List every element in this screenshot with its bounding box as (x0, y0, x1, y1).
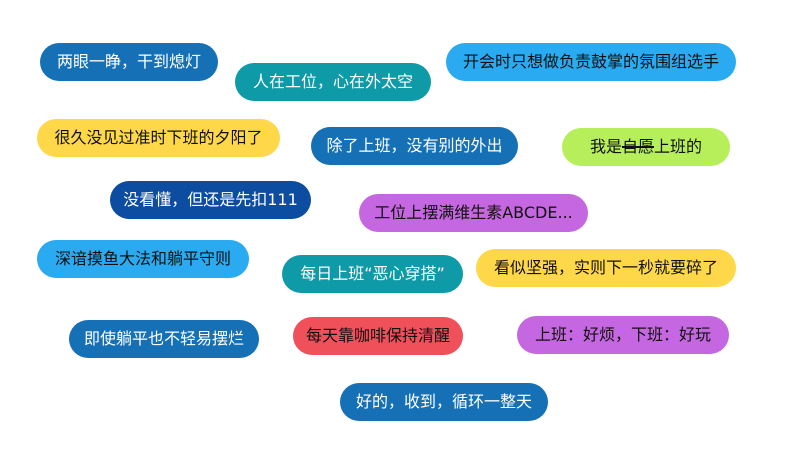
tag-pill: 两眼一睁，干到熄灯 (40, 43, 218, 81)
tag-label: 上班：好烦，下班：好玩 (534, 325, 711, 344)
tag-pill: 没看懂，但还是先扣111 (110, 181, 311, 219)
tag-label: 人在工位，心在外太空 (252, 72, 413, 91)
tag-pill: 上班：好烦，下班：好玩 (517, 316, 729, 354)
tag-pill: 即使躺平也不轻易摆烂 (69, 320, 259, 358)
tag-label-before: 我是 (589, 137, 622, 156)
tag-label: 好的，收到，循环一整天 (355, 392, 532, 411)
tag-label: 两眼一睁，干到熄灯 (56, 52, 201, 71)
tag-pill: 每日上班“恶心穿搭” (282, 255, 463, 293)
tag-label-after: 上班的 (654, 137, 703, 156)
tag-pill: 人在工位，心在外太空 (235, 63, 431, 101)
tag-label: 每日上班“恶心穿搭” (300, 264, 445, 283)
tag-label: 看似坚强，实则下一秒就要碎了 (493, 258, 718, 277)
tag-pill: 很久没见过准时下班的夕阳了 (37, 119, 280, 157)
tag-label: 开会时只想做负责鼓掌的氛围组选手 (462, 52, 719, 71)
tag-pill: 我是自愿上班的 (562, 128, 730, 166)
tag-label-struck: 自愿 (621, 137, 654, 156)
tag-pill: 每天靠咖啡保持清醒 (293, 317, 463, 355)
tag-pill: 看似坚强，实则下一秒就要碎了 (476, 249, 736, 287)
tag-label: 没看懂，但还是先扣111 (123, 190, 298, 209)
tag-label: 工位上摆满维生素ABCDE... (374, 203, 573, 222)
tag-pill: 好的，收到，循环一整天 (340, 383, 548, 421)
tag-label: 很久没见过准时下班的夕阳了 (54, 128, 263, 147)
tag-label: 深谙摸鱼大法和躺平守则 (54, 249, 231, 268)
tag-pill: 工位上摆满维生素ABCDE... (359, 194, 588, 232)
tag-label: 除了上班，没有别的外出 (326, 136, 503, 155)
tag-pill: 除了上班，没有别的外出 (311, 127, 518, 165)
tag-pill: 开会时只想做负责鼓掌的氛围组选手 (446, 43, 736, 81)
tag-label: 即使躺平也不轻易摆烂 (83, 329, 244, 348)
tag-pill: 深谙摸鱼大法和躺平守则 (37, 240, 249, 278)
tag-label: 每天靠咖啡保持清醒 (305, 326, 450, 345)
